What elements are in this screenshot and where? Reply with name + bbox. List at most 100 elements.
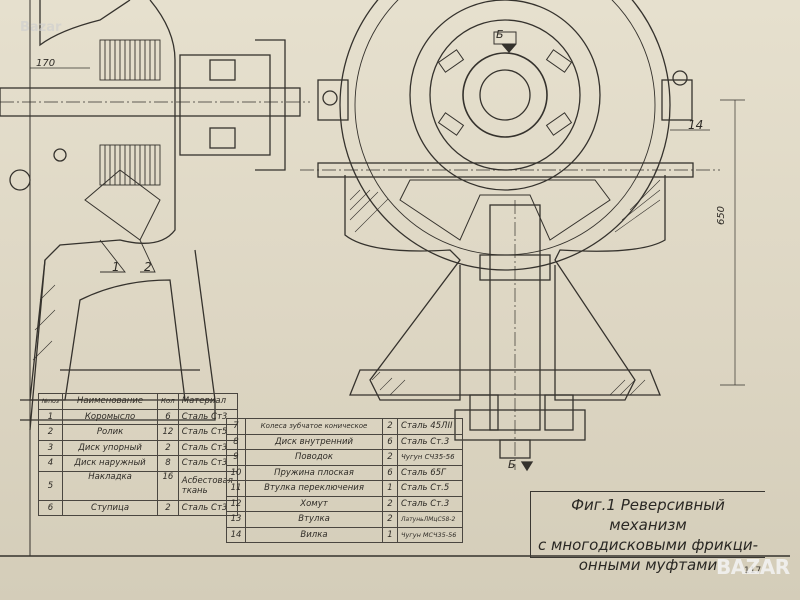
table-row: 3 Диск упорный 2 Сталь Ст3 xyxy=(37,439,238,456)
header-cell: Материал xyxy=(177,393,238,410)
table-row: 10 Пружина плоская 6 Сталь 65Г xyxy=(226,464,463,481)
bottom-bearing xyxy=(544,394,574,431)
table-row: 13 Втулка 2 ЛатуньЛМцС58-2 xyxy=(226,511,463,528)
left-bearing xyxy=(209,127,236,149)
cell-qty: 16 xyxy=(157,470,179,501)
cell-name: Диск наружный xyxy=(62,455,159,472)
left-hub xyxy=(179,54,271,156)
table-row: 14 Вилка 1 Чугун МСЧ35-56 xyxy=(226,526,463,543)
cell-name: Коромысло xyxy=(62,408,159,425)
cell-name: Хомут xyxy=(245,495,383,512)
cell-num: 3 xyxy=(37,439,64,456)
table-row: 1 Коромысло 6 Сталь Ст3 xyxy=(37,408,238,425)
left-bolt xyxy=(9,169,31,191)
friction-pack-lower xyxy=(99,144,161,186)
section-arrow-b xyxy=(501,44,517,53)
table-row: 6 Ступица 2 Сталь Ст3 xyxy=(37,499,238,516)
caption-line: онными муфтами xyxy=(578,556,718,574)
table-row: 2 Ролик 12 Сталь Ст5 xyxy=(37,424,238,441)
housing-ring xyxy=(354,0,656,256)
cell-num: 9 xyxy=(226,449,246,466)
rollers xyxy=(437,31,573,136)
cell-material: Сталь 45ЛII xyxy=(397,418,463,435)
shaft-bore xyxy=(479,69,531,121)
callout-2: 2 xyxy=(144,260,152,274)
cell-num: 14 xyxy=(226,526,246,543)
callout-1: 1 xyxy=(112,260,120,274)
table-row: 5 Накладка 16 Асбестовая ткань xyxy=(37,470,238,501)
right-flange xyxy=(661,79,693,121)
table-row: 7 Колеса зубчатое коническое 2 Сталь 45Л… xyxy=(226,418,463,435)
cell-name: Поводок xyxy=(245,449,383,466)
cell-qty: 2 xyxy=(157,499,179,516)
section-arrow-b xyxy=(520,461,534,472)
table-row: 11 Втулка переключения 1 Сталь Ст.5 xyxy=(226,480,463,497)
header-cell: №поз xyxy=(37,393,64,410)
left-bolt xyxy=(53,148,67,162)
cell-num: 7 xyxy=(226,418,246,435)
cell-num: 12 xyxy=(226,495,246,512)
cell-qty: 2 xyxy=(382,511,398,528)
cell-name: Колеса зубчатое коническое xyxy=(245,418,383,435)
left-bearing xyxy=(209,59,236,81)
page-number: 117 xyxy=(744,566,762,576)
figure-caption: Фиг.1 Реверсивный механизм с многодисков… xyxy=(530,491,765,574)
cell-qty: 2 xyxy=(382,449,398,466)
left-housing xyxy=(39,0,131,47)
cell-name: Пружина плоская xyxy=(245,464,383,481)
caption-line: с многодисковыми фрикци- xyxy=(537,536,759,554)
table-header-row: №поз Наименование Кол Материал xyxy=(37,393,238,410)
cone-housing xyxy=(554,175,666,401)
cell-qty: 1 xyxy=(382,480,398,497)
cell-num: 13 xyxy=(226,511,246,528)
table-row: 4 Диск наружный 8 Сталь Ст3 xyxy=(37,455,238,472)
friction-pack-upper xyxy=(99,39,161,81)
cell-material: Сталь Ст.3 xyxy=(397,495,463,512)
table-row: 8 Диск внутренний 6 Сталь Ст.3 xyxy=(226,433,463,450)
cell-num: 5 xyxy=(37,470,64,501)
cell-num: 2 xyxy=(37,424,64,441)
cell-material: Сталь Ст.5 xyxy=(397,480,463,497)
cell-name: Накладка xyxy=(62,470,159,501)
cell-name: Втулка переключения xyxy=(245,480,383,497)
cell-num: 4 xyxy=(37,455,64,472)
cell-name: Ступица xyxy=(62,499,159,516)
cell-qty: 2 xyxy=(157,439,179,456)
left-flange xyxy=(317,79,349,121)
left-housing xyxy=(29,0,176,431)
bottom-cap xyxy=(454,409,586,441)
cell-num: 1 xyxy=(37,408,64,425)
right-bevel-gear xyxy=(399,179,611,241)
hub-ring xyxy=(462,52,548,138)
cell-material: Сталь 65Г xyxy=(397,464,463,481)
hatching xyxy=(32,179,661,396)
cell-name: Диск упорный xyxy=(62,439,159,456)
caption-line: Фиг.1 Реверсивный механизм xyxy=(571,496,725,534)
header-cell: Наименование xyxy=(62,393,159,410)
cone-housing xyxy=(344,175,461,401)
cell-material: Сталь Ст.3 xyxy=(397,433,463,450)
section-label-b: Б xyxy=(496,28,504,41)
cell-qty: 2 xyxy=(382,418,398,435)
dimension-650: 650 xyxy=(716,205,728,226)
cell-material: Чугун СЧ35-56 xyxy=(397,449,463,466)
section-label-b: Б xyxy=(508,458,516,471)
cell-name: Вилка xyxy=(245,526,383,543)
cell-name: Диск внутренний xyxy=(245,433,383,450)
site-logo: BAZAR xyxy=(716,555,790,579)
callout-14: 14 xyxy=(688,118,704,132)
cell-material: ЛатуньЛМцС58-2 xyxy=(397,511,463,528)
cell-qty: 2 xyxy=(382,495,398,512)
cell-num: 11 xyxy=(226,480,246,497)
left-bevel-gear xyxy=(84,169,161,241)
cell-name: Ролик xyxy=(62,424,159,441)
watermark-text: Bazar xyxy=(20,20,62,35)
flange-nut xyxy=(672,70,688,86)
cell-material: Чугун МСЧ35-56 xyxy=(397,526,463,543)
parts-table-left: №поз Наименование Кол Материал 1 Коромыс… xyxy=(37,393,238,516)
flange-nut xyxy=(322,90,338,106)
bottom-bearing xyxy=(469,394,499,431)
cell-qty: 6 xyxy=(157,408,179,425)
parts-table-right: 7 Колеса зубчатое коническое 2 Сталь 45Л… xyxy=(226,418,463,543)
